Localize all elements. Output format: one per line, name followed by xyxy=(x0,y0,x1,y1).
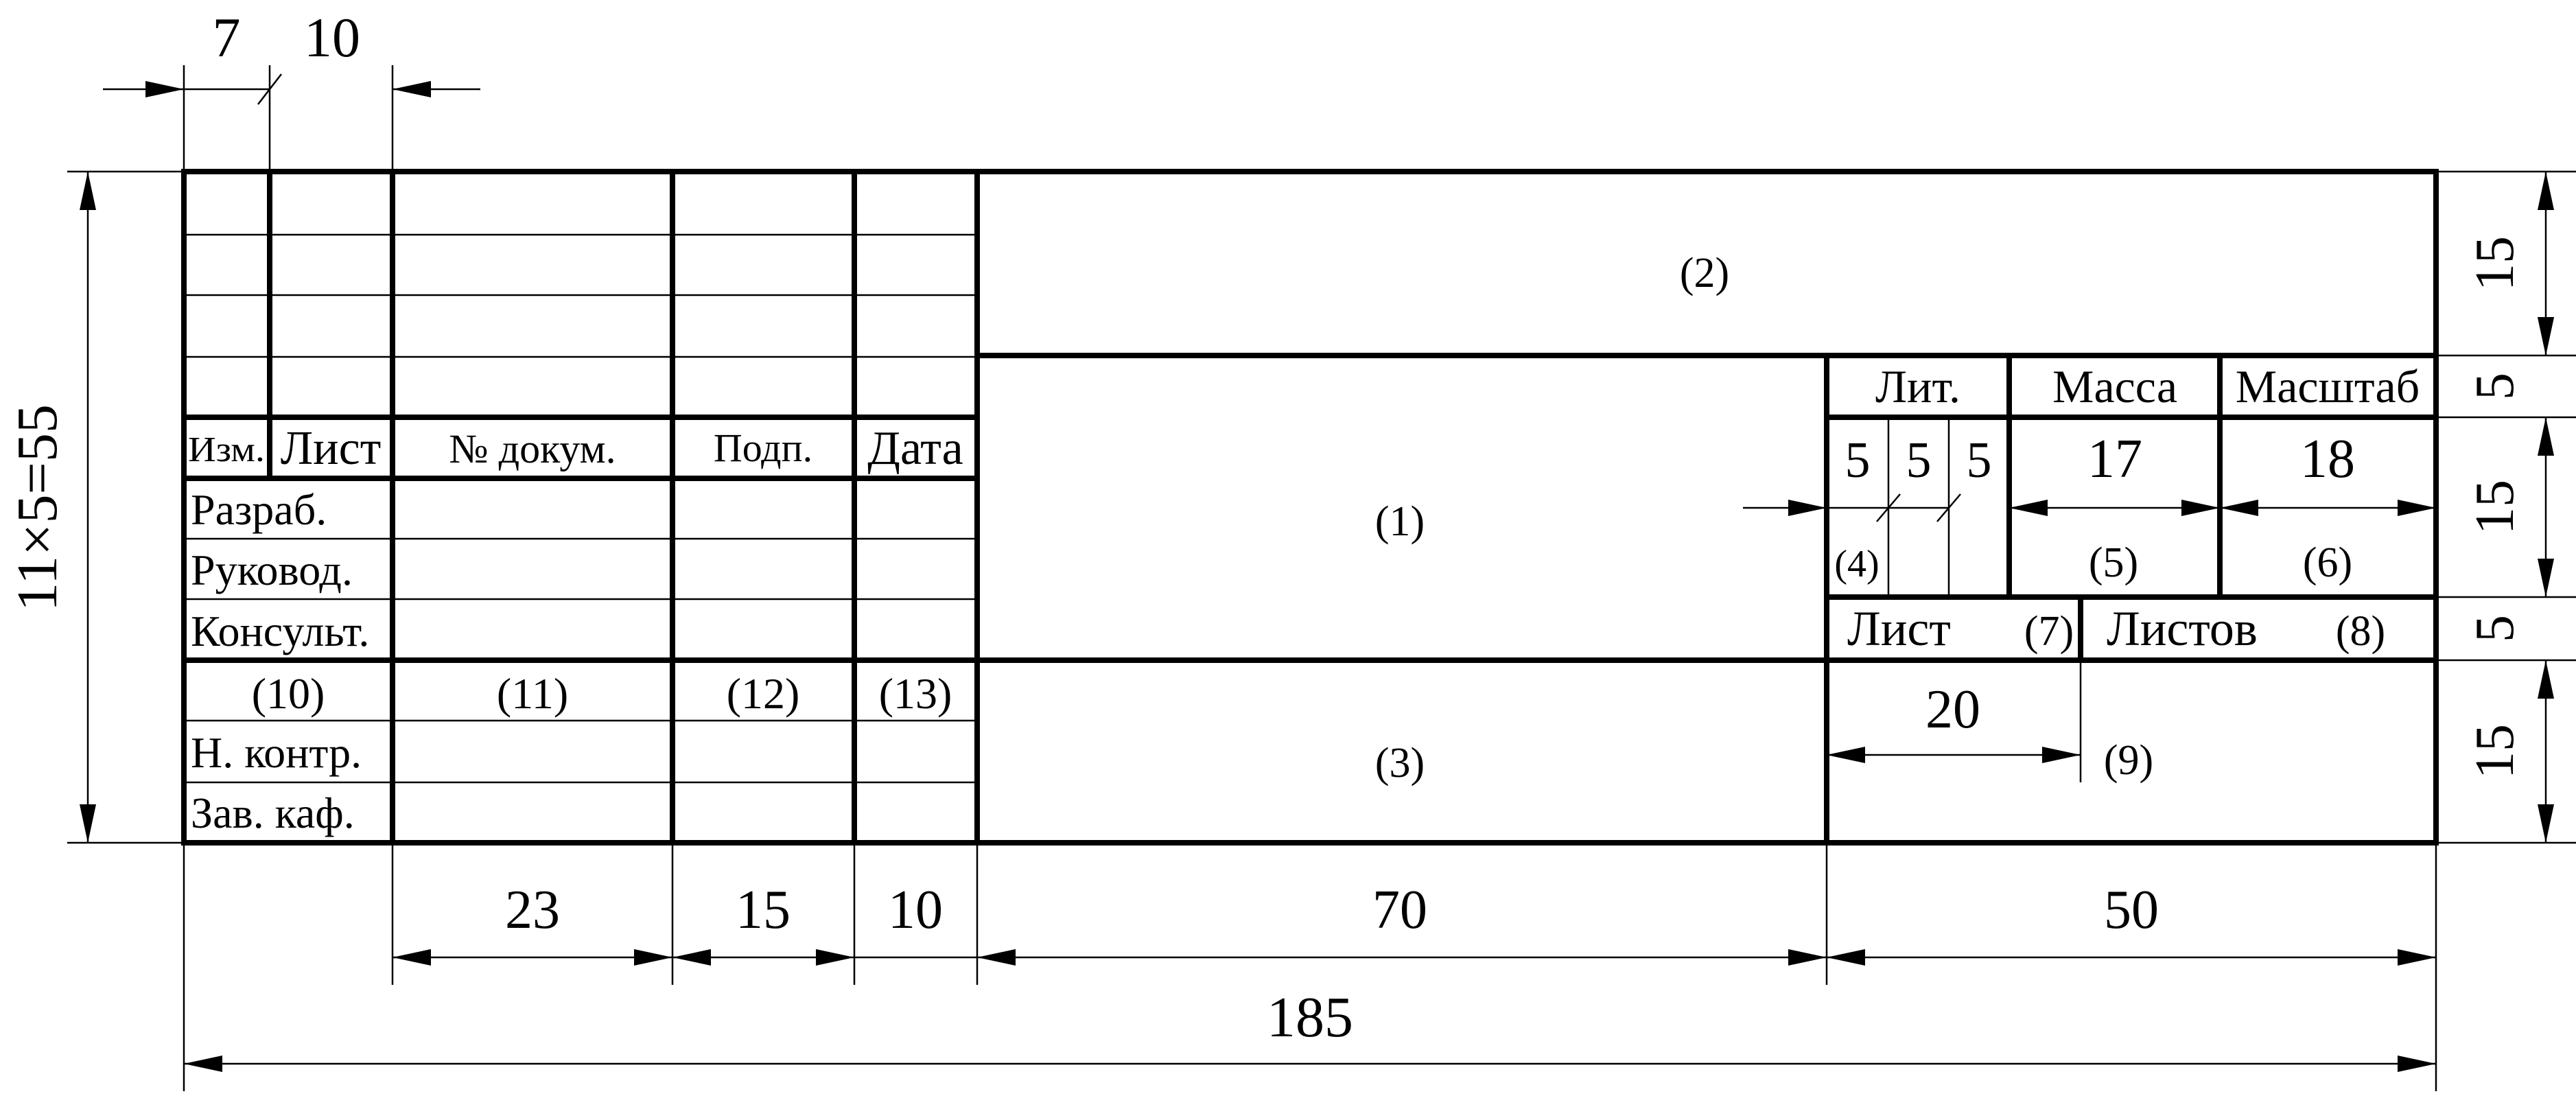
field-marker-5: (5) xyxy=(2089,539,2138,586)
row-n-kontr: Н. контр. xyxy=(191,728,362,777)
row-rukovod: Руковод. xyxy=(191,546,353,594)
dim-list-20: 20 xyxy=(1925,679,1980,740)
field-marker-9: (9) xyxy=(2104,737,2153,784)
header-date: Дата xyxy=(867,422,963,475)
dim-top-10: 10 xyxy=(304,6,360,69)
field-marker-7: (7) xyxy=(2024,608,2074,655)
field-marker-6: (6) xyxy=(2303,539,2352,586)
field-marker-8: (8) xyxy=(2336,608,2385,655)
dim-massa-17: 17 xyxy=(2087,429,2142,489)
title-block-frame xyxy=(181,169,2439,846)
label-list: Лист xyxy=(1847,601,1951,656)
dim-top-7: 7 xyxy=(213,6,241,69)
dim-right-15c: 15 xyxy=(2465,724,2525,779)
dim-bottom-15: 15 xyxy=(736,880,791,940)
header-column-labels: Изм. Лист № докум. Подп. Дата xyxy=(188,422,963,475)
field-marker-3: (3) xyxy=(1375,740,1425,786)
header-izm: Изм. xyxy=(188,430,265,469)
thin-grid-lines xyxy=(184,233,1950,784)
left-row-labels: Разраб. Руковод. Консульт. Н. контр. Зав… xyxy=(191,485,369,837)
row-zav-kaf: Зав. каф. xyxy=(191,789,355,837)
info-block-labels: Лит. Масса Масштаб Лист Листов xyxy=(1847,360,2420,656)
label-masshtab: Масштаб xyxy=(2236,360,2420,412)
row-razrab: Разраб. xyxy=(191,485,327,534)
label-massa: Масса xyxy=(2052,360,2177,412)
dimension-lines xyxy=(86,73,2547,1065)
dim-bottom-10: 10 xyxy=(888,880,943,940)
row-konsult: Консульт. xyxy=(191,607,369,655)
field-markers: (2) (1) (3) (4) (5) (6) (7) (8) (9) (10)… xyxy=(252,250,2385,786)
field-marker-10: (10) xyxy=(252,669,325,718)
dim-bottom-50: 50 xyxy=(2104,880,2159,940)
dim-right-5b: 5 xyxy=(2465,615,2525,642)
dim-masshtab-18: 18 xyxy=(2300,429,2355,489)
dim-lit-5c: 5 xyxy=(1967,432,1992,489)
dim-lit-5a: 5 xyxy=(1845,432,1871,489)
dim-lit-5b: 5 xyxy=(1906,432,1932,489)
field-marker-13: (13) xyxy=(879,669,952,718)
header-sign: Подп. xyxy=(714,425,812,470)
extension-lines xyxy=(67,65,2576,1091)
dim-bottom-70: 70 xyxy=(1372,880,1427,940)
label-lit: Лит. xyxy=(1875,360,1960,412)
field-marker-2: (2) xyxy=(1680,250,1729,296)
label-listov: Листов xyxy=(2107,601,2258,656)
dim-right-5a: 5 xyxy=(2465,373,2525,400)
field-marker-12: (12) xyxy=(727,669,800,718)
header-doc-no: № докум. xyxy=(449,426,616,471)
dimension-values: 7 10 11×5=55 15 5 15 5 15 5 5 5 17 18 20… xyxy=(5,6,2525,1049)
field-marker-4: (4) xyxy=(1834,543,1879,585)
header-list: Лист xyxy=(281,422,382,475)
arrowheads xyxy=(80,81,2554,1072)
dim-left-height: 11×5=55 xyxy=(5,404,69,611)
dim-right-15b: 15 xyxy=(2465,480,2525,535)
field-marker-1: (1) xyxy=(1375,498,1425,545)
dim-overall-185: 185 xyxy=(1267,986,1353,1049)
dim-right-15a: 15 xyxy=(2465,236,2525,291)
field-marker-11: (11) xyxy=(497,669,568,718)
dim-bottom-23: 23 xyxy=(505,880,560,940)
